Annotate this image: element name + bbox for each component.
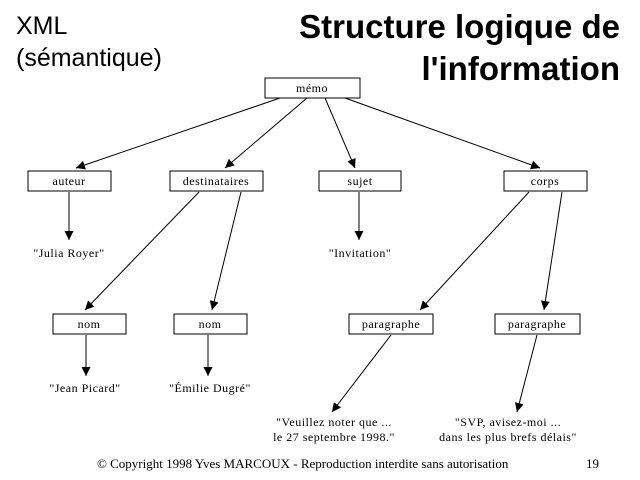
node-corps-label: corps [531, 174, 560, 188]
node-nom2: nom [173, 313, 248, 335]
node-paragraphe1-label: paragraphe [362, 317, 420, 331]
slide-title: Structure logique de l'information [299, 8, 620, 87]
value-nom1: "Jean Picard" [49, 381, 120, 395]
node-destinataires-label: destinataires [183, 174, 249, 188]
value-nom2: "Émilie Dugré" [169, 381, 251, 395]
node-nom1-label: nom [78, 317, 101, 331]
edge-corps-paragraphe2 [540, 191, 563, 311]
edge-memo-auteur [75, 97, 281, 170]
edge-paragraphe2-value [514, 334, 538, 413]
value-paragraphe1-line2: le 27 septembre 1998." [273, 430, 395, 444]
edge-paragraphe1-value [331, 334, 392, 413]
node-sujet: sujet [318, 170, 402, 192]
node-paragraphe2: paragraphe [494, 313, 581, 335]
node-paragraphe2-label: paragraphe [508, 317, 566, 331]
node-nom2-label: nom [199, 317, 222, 331]
node-memo: mémo [264, 77, 361, 99]
edge-memo-destinataires [224, 97, 308, 169]
node-auteur-label: auteur [53, 174, 86, 188]
node-corps: corps [503, 170, 588, 192]
value-paragraphe2-line1: "SVP, avisez-moi ... [455, 415, 561, 429]
copyright-notice: © Copyright 1998 Yves MARCOUX - Reproduc… [97, 456, 509, 471]
node-destinataires: destinataires [169, 170, 264, 192]
tree-nodes: mémo auteur destinataires sujet corps no… [27, 77, 588, 335]
edge-memo-sujet [324, 97, 356, 169]
edge-corps-paragraphe1 [419, 191, 530, 311]
node-auteur: auteur [27, 170, 112, 192]
corner-label: XML (sémantique) [16, 12, 162, 72]
edge-destinataires-nom2 [209, 191, 242, 311]
node-sujet-label: sujet [347, 174, 372, 188]
edge-memo-corps [344, 97, 541, 170]
node-paragraphe1: paragraphe [348, 313, 434, 335]
value-sujet: "Invitation" [329, 246, 391, 260]
page-number: 19 [586, 456, 599, 471]
value-paragraphe1-line1: "Veuillez noter que ... [276, 415, 392, 429]
node-nom1: nom [52, 313, 127, 335]
node-memo-label: mémo [296, 81, 328, 95]
tree-edges [64, 97, 563, 413]
leaf-values: "Julia Royer" "Invitation" "Jean Picard"… [33, 246, 577, 444]
value-auteur: "Julia Royer" [33, 246, 104, 260]
edge-destinataires-nom1 [84, 191, 200, 311]
value-paragraphe2-line2: dans les plus brefs délais" [439, 430, 577, 444]
